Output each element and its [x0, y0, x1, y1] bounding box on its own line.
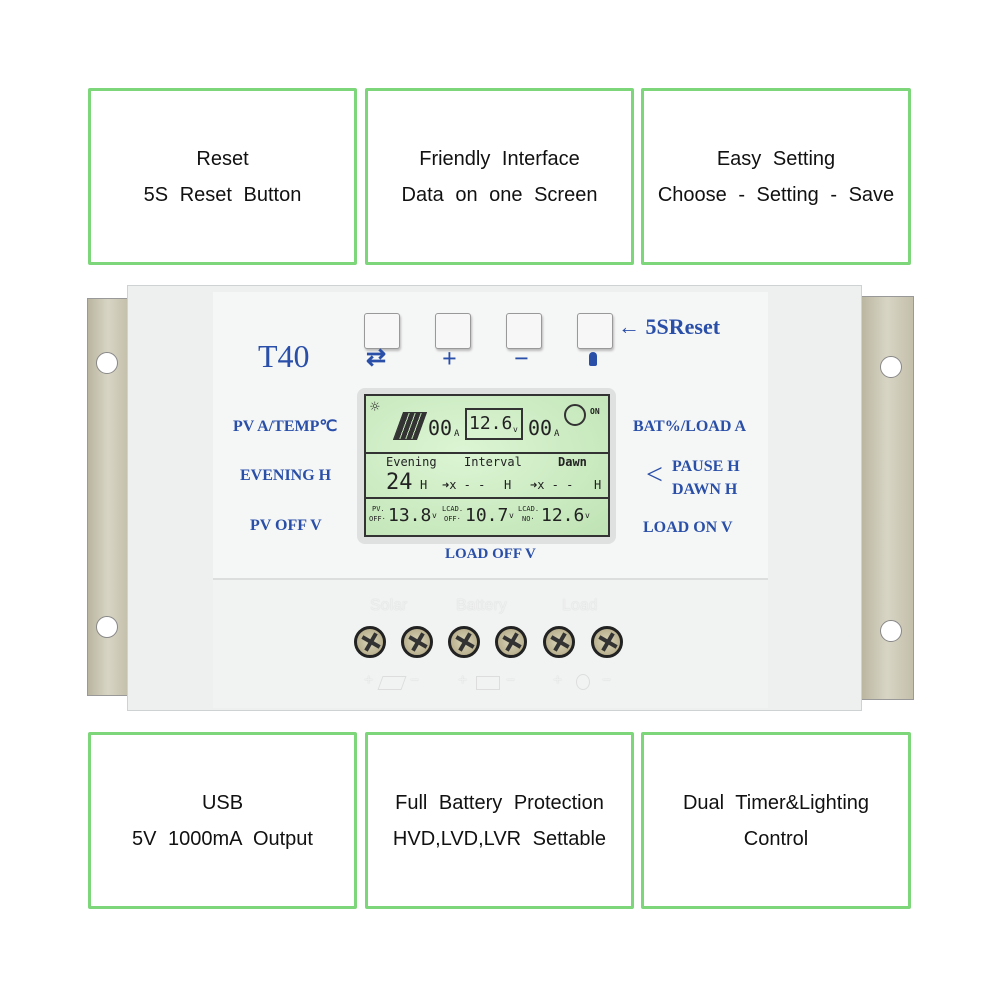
mode-button[interactable] [364, 313, 400, 349]
battery-voltage: 12.6 [469, 413, 513, 434]
feature-desc: Control [743, 827, 809, 850]
solar-panel-icon [392, 412, 428, 440]
load-negative-terminal[interactable] [591, 626, 623, 658]
chevron-left-icon: < [646, 458, 663, 491]
battery-terminal-label: Battery [456, 597, 507, 614]
label-pv-off: PV OFF V [250, 517, 322, 534]
volt-unit: v [432, 511, 437, 520]
pv-off-voltage: 13.8 [388, 505, 432, 526]
pv-off-label: PV. [372, 505, 385, 513]
label-bat-load: BAT%/LOAD A [633, 418, 747, 435]
battery-icon [465, 408, 523, 440]
plus-symbol: + [458, 672, 468, 689]
label-load-off: LOAD OFF V [445, 546, 536, 562]
minus-button[interactable] [506, 313, 542, 349]
solar-terminal-label: Solar [370, 597, 408, 614]
reset-label: ← 5SReset [618, 314, 721, 339]
feature-reset: Reset 5S Reset Button [88, 88, 357, 265]
label-load-on: LOAD ON V [643, 519, 733, 536]
minus-icon: − [514, 344, 529, 373]
plus-button[interactable] [435, 313, 471, 349]
battery-negative-terminal[interactable] [495, 626, 527, 658]
label-pause: PAUSE H [672, 458, 740, 475]
model-name: T40 [258, 338, 310, 374]
pv-off-label: OFF· [369, 515, 386, 523]
solar-negative-terminal[interactable] [401, 626, 433, 658]
plus-symbol: + [364, 672, 374, 689]
feature-desc: Choose - Setting - Save [657, 183, 895, 206]
evening-hours: 24 [386, 470, 413, 495]
feature-title: USB [201, 791, 244, 814]
feature-desc: 5V 1000mA Output [131, 827, 313, 850]
minus-symbol: − [602, 672, 612, 689]
volt-unit: v [509, 511, 514, 520]
label-evening: EVENING H [240, 467, 332, 484]
minus-symbol: − [410, 672, 420, 689]
battery-unit: v [513, 425, 518, 434]
plus-symbol: + [553, 672, 563, 689]
dawn-label: Dawn [558, 455, 587, 469]
load-off-voltage: 10.7 [465, 505, 509, 526]
terminal-panel [213, 580, 768, 708]
load-terminal-label: Load [562, 597, 598, 614]
lcd-screen: ☼ 00 A 12.6 v 00 A ON Evening Interval D… [364, 394, 610, 537]
load-current: 00 [528, 416, 553, 440]
solar-panel-icon [377, 676, 407, 690]
feature-title: Reset [196, 147, 249, 170]
minus-symbol: − [506, 672, 516, 689]
feature-usb: USB 5V 1000mA Output [88, 732, 357, 909]
battery-icon [476, 676, 500, 690]
load-reset-button[interactable] [577, 313, 613, 349]
lightbulb-icon [576, 674, 590, 690]
feature-title: Dual Timer&Lighting [682, 791, 870, 814]
interval-hours: ➜x - - [442, 478, 486, 492]
hour-unit: H [594, 478, 602, 492]
feature-desc: 5S Reset Button [143, 183, 302, 206]
load-positive-terminal[interactable] [543, 626, 575, 658]
volt-unit: v [585, 511, 590, 520]
pv-current: 00 [428, 416, 453, 440]
load-off-label: LCAD. [442, 505, 464, 513]
hour-unit: H [420, 478, 428, 492]
mount-hole [880, 356, 902, 378]
load-on-label: LCAD. [518, 505, 540, 513]
load-on-voltage: 12.6 [541, 505, 585, 526]
mount-hole [880, 620, 902, 642]
feature-desc: HVD,LVD,LVR Settable [392, 827, 607, 850]
switch-arrows-icon: ⇄ [366, 345, 387, 371]
mount-hole [96, 616, 118, 638]
feature-title: Friendly Interface [419, 147, 580, 170]
label-dawn: DAWN H [672, 481, 738, 498]
load-unit: A [554, 429, 560, 439]
mount-hole [96, 352, 118, 374]
load-state: ON [590, 407, 600, 416]
battery-positive-terminal[interactable] [448, 626, 480, 658]
sun-icon: ☼ [370, 397, 380, 416]
interval-label: Interval [464, 455, 522, 469]
pv-unit: A [454, 429, 460, 439]
feature-title: Full Battery Protection [395, 791, 604, 814]
load-on-label: NO· [522, 515, 535, 523]
evening-label: Evening [386, 455, 437, 469]
feature-desc: Data on one Screen [401, 183, 598, 206]
hour-unit: H [504, 478, 512, 492]
bulb-icon [589, 352, 597, 366]
feature-title: Easy Setting [716, 147, 836, 170]
lightbulb-icon [564, 404, 586, 426]
load-off-label: OFF· [444, 515, 461, 523]
label-pv-temp: PV A/TEMP℃ [233, 418, 338, 435]
solar-positive-terminal[interactable] [354, 626, 386, 658]
dawn-hours: ➜x - - [530, 478, 574, 492]
plus-icon: + [442, 344, 457, 373]
